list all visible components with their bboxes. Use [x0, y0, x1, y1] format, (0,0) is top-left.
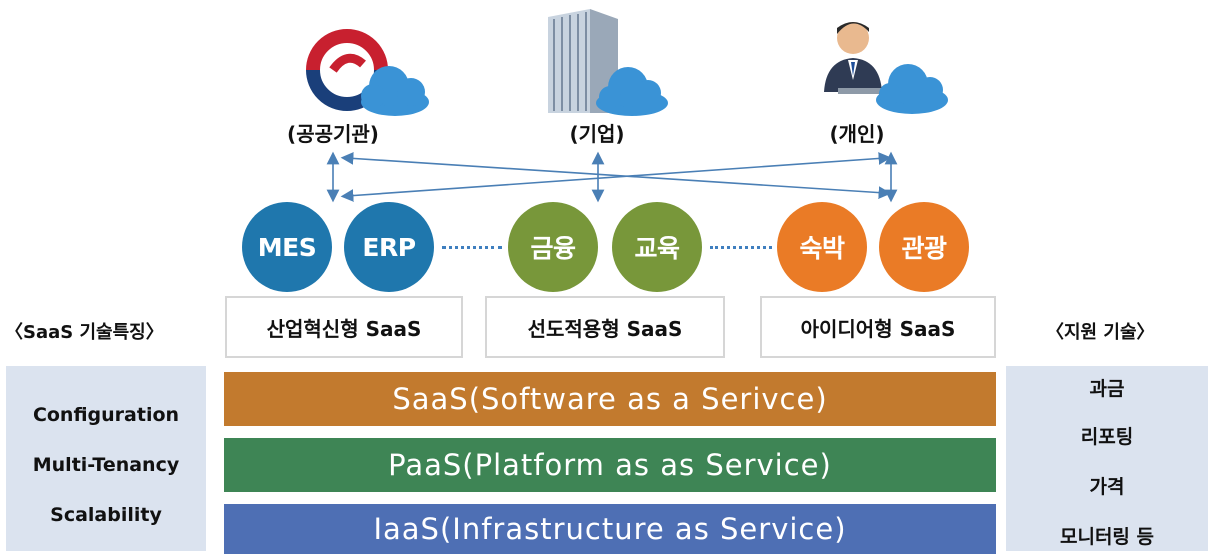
support-monitoring: 모니터링 등 — [1059, 526, 1154, 548]
paas-layer-bar: PaaS(Platform as as Service) — [224, 438, 996, 492]
right-panel: 과금 리포팅 가격 모니터링 등 — [1006, 366, 1208, 551]
iaas-layer-bar: IaaS(Infrastructure as Service) — [224, 504, 996, 554]
saas-type-idea: 아이디어형 SaaS — [760, 296, 996, 358]
service-lodging: 숙박 — [777, 202, 867, 292]
dots-separator-1 — [442, 246, 502, 249]
dots-separator-2 — [710, 246, 772, 249]
building-cloud-icon — [520, 5, 680, 120]
actor-label-public: (공공기관) — [287, 122, 379, 146]
actor-label-person: (개인) — [829, 122, 885, 146]
feature-configuration: Configuration — [32, 404, 180, 426]
arrow-cross-2 — [340, 152, 892, 202]
left-panel: Configuration Multi-Tenancy Scalability — [6, 366, 206, 551]
businessman-laptop-cloud-icon — [808, 8, 958, 120]
left-panel-heading: 〈SaaS 기술특징〉 — [5, 322, 164, 343]
actor-label-company: (기업) — [569, 122, 625, 146]
saas-layer-bar: SaaS(Software as a Serivce) — [224, 372, 996, 426]
service-erp: ERP — [344, 202, 434, 292]
government-logo-cloud-icon — [285, 10, 435, 120]
service-education: 교육 — [612, 202, 702, 292]
support-reporting: 리포팅 — [1080, 426, 1134, 448]
support-billing: 과금 — [1089, 378, 1125, 400]
saas-type-pioneer: 선도적용형 SaaS — [485, 296, 725, 358]
feature-scalability: Scalability — [50, 504, 162, 526]
service-tourism: 관광 — [879, 202, 969, 292]
service-mes: MES — [242, 202, 332, 292]
support-pricing: 가격 — [1089, 476, 1125, 498]
service-finance: 금융 — [508, 202, 598, 292]
right-panel-heading: 〈지원 기술〉 — [1046, 322, 1155, 343]
feature-multi-tenancy: Multi-Tenancy — [32, 454, 180, 476]
saas-type-industrial: 산업혁신형 SaaS — [225, 296, 463, 358]
